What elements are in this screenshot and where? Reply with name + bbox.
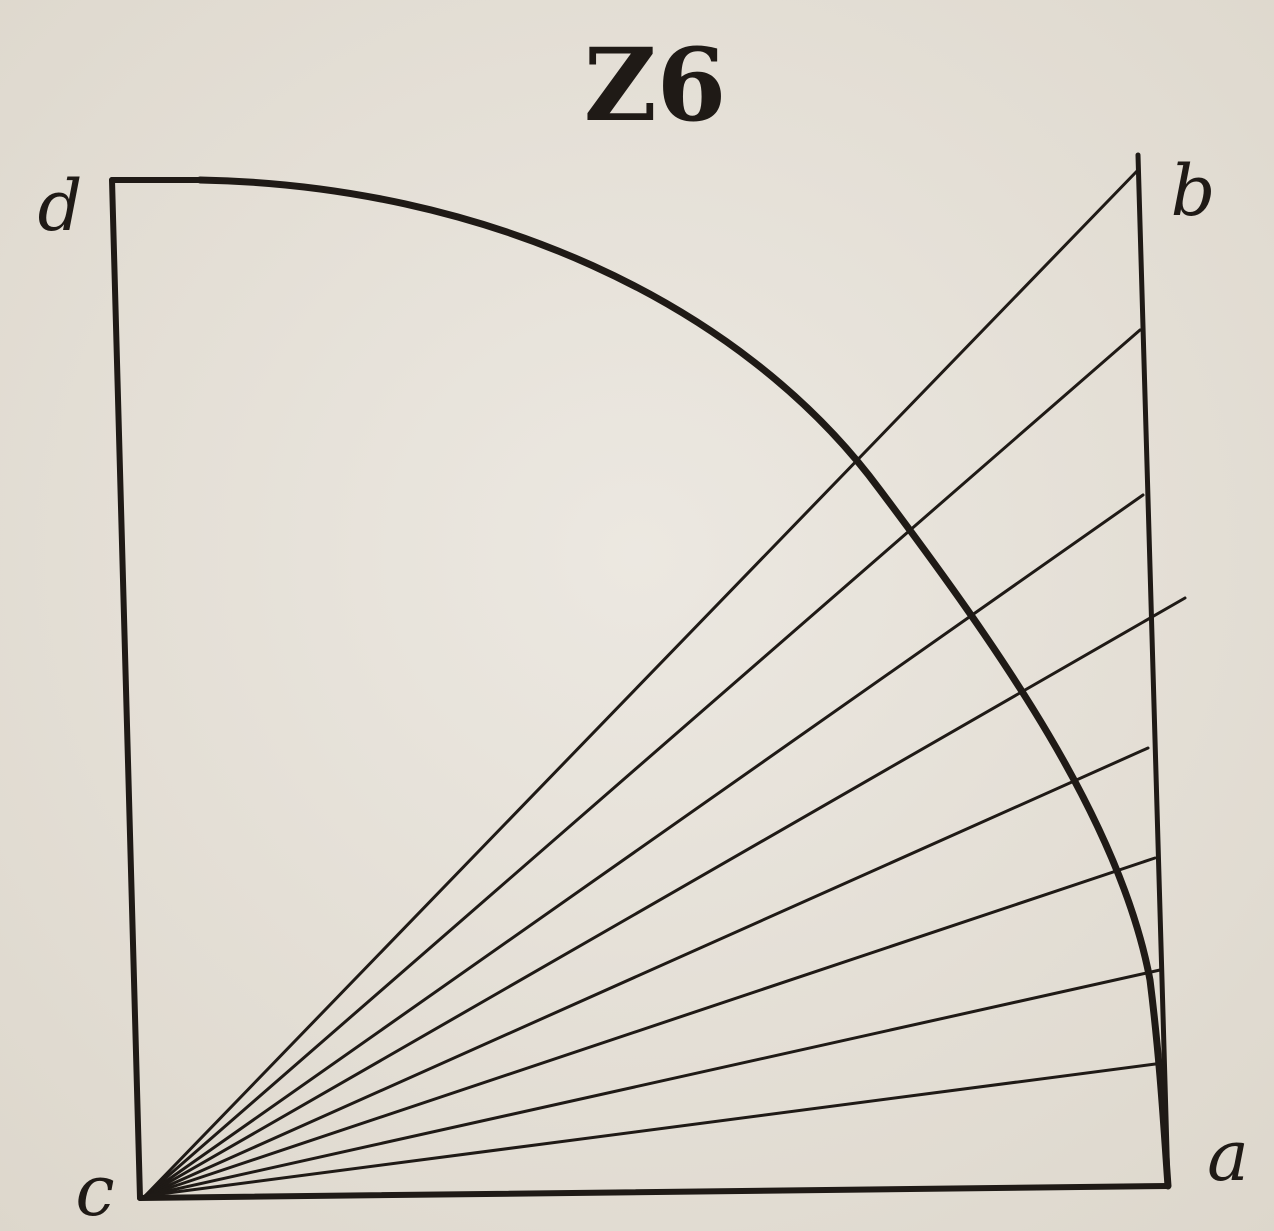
ray-1 (143, 168, 1140, 1198)
ray-7 (143, 968, 1162, 1198)
side-ba (1135, 152, 1171, 1189)
ray-8 (143, 1061, 1165, 1198)
label-a: a (1207, 1115, 1249, 1197)
label-b: b (1171, 150, 1216, 232)
ray-5 (143, 746, 1150, 1198)
side-ca (137, 1183, 1171, 1201)
ray-2 (143, 328, 1142, 1198)
ray-6 (143, 856, 1157, 1198)
label-c: c (75, 1150, 114, 1231)
quarter-arc (196, 176, 1172, 1190)
ray-4 (143, 596, 1187, 1198)
figure-number: Z6 (584, 26, 727, 144)
label-d: d (38, 165, 83, 247)
ray-3 (143, 493, 1145, 1198)
side-dc (109, 177, 143, 1201)
ray-group (143, 168, 1187, 1198)
